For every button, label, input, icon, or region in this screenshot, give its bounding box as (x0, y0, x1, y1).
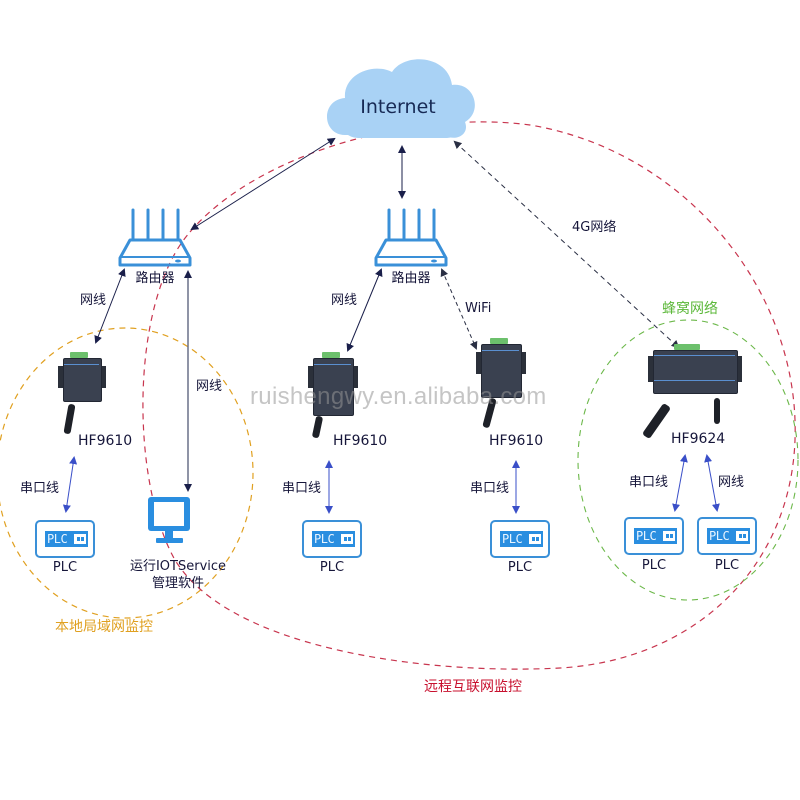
link-ethernet-4 (704, 454, 720, 512)
plc-label-3: PLC (507, 560, 533, 575)
device-model-2: HF9610 (333, 433, 388, 449)
cellular-zone-label: 蜂窝网络 (662, 301, 718, 317)
serial-label-2: 串口线 (282, 481, 322, 496)
serial-label-4: 串口线 (629, 475, 669, 490)
internet-cloud-icon (326, 59, 475, 138)
cellular-zone-boundary (577, 319, 799, 601)
plc-icon-2: PLC (302, 520, 362, 558)
local-zone-label: 本地局域网监控 (55, 619, 153, 635)
link-cloud-4g (453, 140, 680, 349)
device-model-3: HF9610 (489, 433, 544, 449)
plc-label-4a: PLC (641, 558, 667, 573)
router-center-label: 路由器 (391, 271, 431, 286)
link-center-router-wifi (440, 268, 478, 350)
plc-icon-4b: PLC (697, 517, 757, 555)
ethernet-label-4: 网线 (718, 475, 745, 490)
link-serial-1 (62, 456, 78, 513)
plc-label-1: PLC (52, 560, 78, 575)
link-label-center-ethernet: 网线 (331, 293, 358, 308)
link-center-router-device (346, 268, 383, 352)
watermark: ruishengwy.en.alibaba.com (250, 383, 547, 410)
link-left-router-device (94, 268, 126, 344)
local-zone-boundary (0, 327, 254, 619)
serial-label-1: 串口线 (20, 481, 60, 496)
link-label-wifi: WiFi (465, 301, 492, 316)
router-icon-center (374, 208, 448, 267)
link-label-pc-ethernet: 网线 (196, 379, 223, 394)
link-serial-4 (672, 454, 688, 512)
remote-zone-boundary (142, 121, 796, 670)
plc-icon-4a: PLC (624, 517, 684, 555)
pc-label-line1: 运行IOTService (129, 559, 227, 574)
remote-zone-label: 远程互联网监控 (424, 679, 522, 695)
plc-icon-3: PLC (490, 520, 550, 558)
internet-label: Internet (360, 96, 436, 118)
device-model-4: HF9624 (671, 431, 726, 447)
link-label-left-ethernet: 网线 (80, 293, 107, 308)
pc-label-line2: 管理软件 (151, 576, 205, 591)
router-icon-left (118, 208, 192, 267)
plc-label-2: PLC (319, 560, 345, 575)
serial-label-3: 串口线 (470, 481, 510, 496)
device-model-1: HF9610 (78, 433, 133, 449)
monitor-icon (148, 497, 190, 543)
link-label-4g: 4G网络 (572, 220, 617, 235)
plc-icon-1: PLC (35, 520, 95, 558)
link-cloud-left-router (190, 137, 336, 231)
router-left-label: 路由器 (135, 271, 175, 286)
plc-label-4b: PLC (714, 558, 740, 573)
